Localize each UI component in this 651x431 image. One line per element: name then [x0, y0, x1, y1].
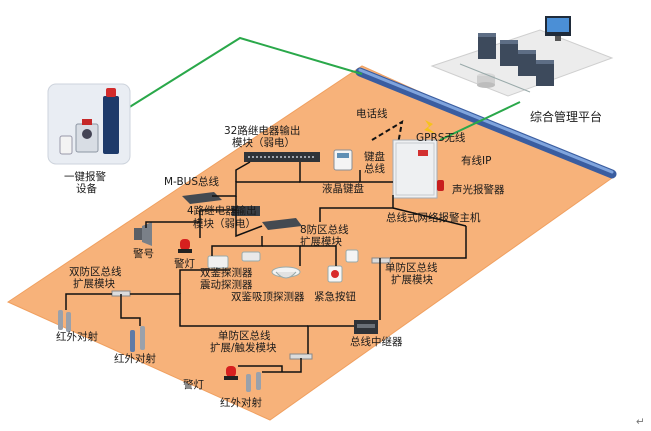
network-host-label: 总线式网络报警主机	[386, 212, 481, 224]
zone8-label-1: 8防区总线	[300, 224, 349, 236]
vibration-detector-icon	[241, 251, 261, 262]
alarm-lamp-label-2: 警灯	[183, 379, 204, 391]
one-key-alarm-label-2: 设备	[76, 183, 97, 195]
zone8-module	[262, 218, 302, 230]
one-key-alarm-label: 一键报警	[64, 171, 106, 183]
dual-detector-label: 双鉴探测器	[200, 267, 253, 279]
storage-icon	[477, 73, 495, 88]
ceiling-detector-icon	[271, 266, 301, 279]
bus-repeater-icon	[354, 320, 378, 334]
mbus-label: M-BUS总线	[164, 176, 220, 188]
ir-beam-label-2: 红外对射	[114, 353, 156, 365]
server-icon	[478, 33, 554, 86]
dual-zone-label-2: 扩展模块	[73, 278, 115, 290]
single-zone-label-2: 扩展模块	[391, 274, 433, 286]
mbus-module	[182, 192, 222, 204]
ir-beam-label-3: 红外对射	[220, 397, 262, 409]
management-platform-area	[430, 16, 614, 97]
relay32-module	[244, 152, 320, 162]
ceiling-detector-label: 双鉴吸顶探测器	[231, 291, 305, 303]
dual-detector-icon	[207, 255, 229, 269]
trigger-label-1: 单防区总线	[218, 330, 271, 342]
gprs-label: GPRS无线	[416, 132, 466, 144]
vibration-detector-label: 震动探测器	[200, 279, 253, 291]
one-key-alarm-device	[47, 83, 131, 165]
horn-label: 警号	[133, 248, 154, 260]
network-alarm-host	[392, 139, 438, 199]
return-mark: ↵	[636, 416, 645, 428]
ir-beam-label-1: 红外对射	[56, 331, 98, 343]
lcd-keyboard-label: 液晶键盘	[322, 183, 364, 195]
keyboard-bus-label-1: 键盘	[364, 151, 385, 163]
keyboard-bus-label-2: 总线	[364, 163, 385, 175]
management-platform-label: 综合管理平台	[530, 110, 603, 124]
relay4-label-1: 4路继电器输出	[187, 205, 257, 217]
wired-ip-label: 有线IP	[461, 155, 492, 167]
dual-zone-label-1: 双防区总线	[69, 266, 122, 278]
relay32-label-1: 32路继电器输出	[224, 125, 301, 137]
zone8-label-2: 扩展模块	[300, 236, 342, 248]
gprs-lightning-icon	[424, 120, 436, 134]
extra-sensor-icon	[345, 249, 359, 263]
horn-icon	[134, 222, 152, 246]
bus-wiring	[65, 161, 467, 373]
relay32-label-2: 模块（弱电）	[232, 137, 295, 149]
sound-light-alarm-label: 声光报警器	[452, 184, 505, 196]
relay4-label-2: 模块（弱电）	[193, 218, 256, 230]
single-zone-module	[371, 257, 391, 264]
emergency-button-label: 紧急按钮	[314, 291, 356, 303]
sound-light-alarm	[437, 180, 444, 191]
trigger-label-2: 扩展/触发模块	[210, 342, 277, 354]
alarm-lamp-icon	[224, 366, 238, 380]
emergency-button-icon	[327, 265, 343, 283]
bus-repeater-label: 总线中继器	[350, 336, 403, 348]
green-link-wired-ip	[439, 101, 521, 141]
ir-beam-icon	[58, 310, 261, 392]
alarm-lamp-icon	[178, 239, 192, 253]
green-link-alarm	[127, 36, 363, 109]
relay4-module	[232, 206, 260, 216]
monitor-icon	[545, 16, 571, 41]
phone-line-label: 电话线	[356, 108, 388, 120]
single-zone-label-1: 单防区总线	[385, 262, 438, 274]
lcd-keyboard	[333, 149, 353, 171]
network-pipe	[355, 67, 617, 179]
alarm-lamp-label-1: 警灯	[174, 258, 195, 270]
phone-line	[371, 120, 404, 145]
